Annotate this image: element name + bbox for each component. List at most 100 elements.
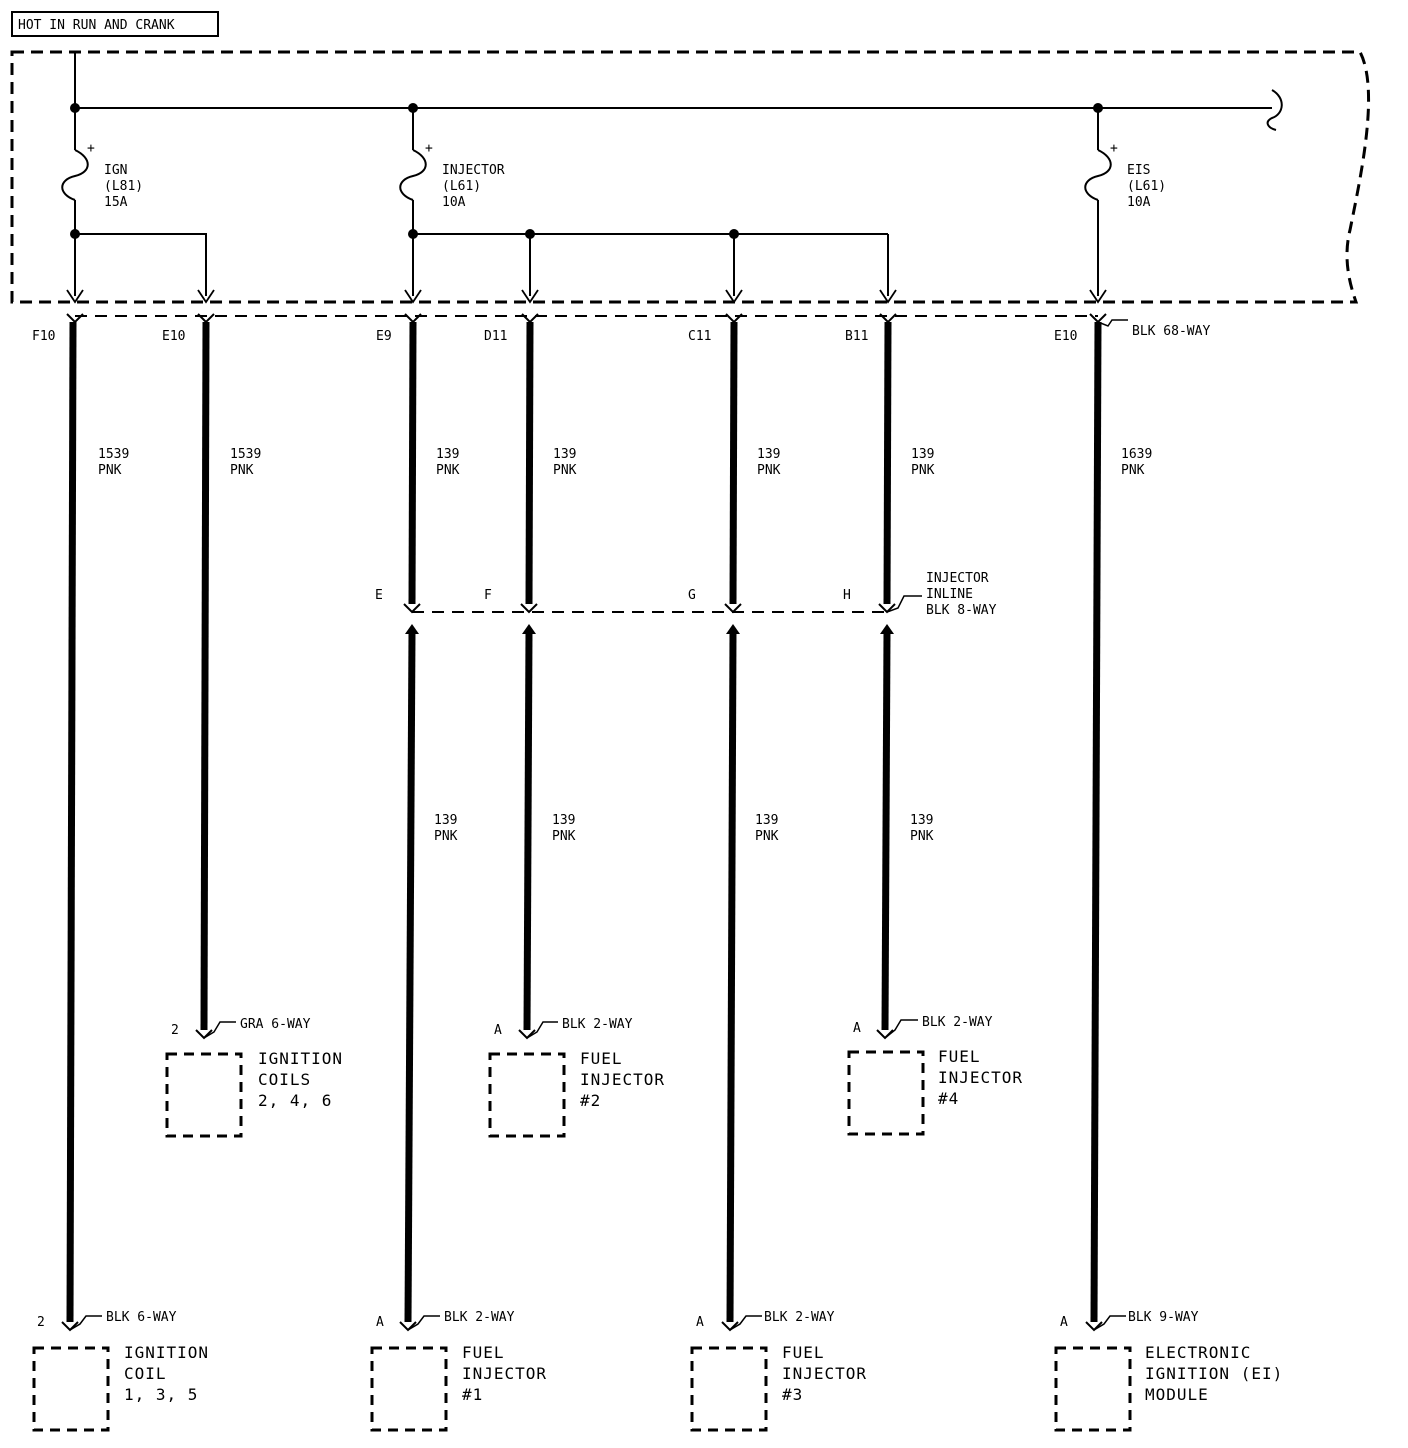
component-connector-label: BLK 2-WAY xyxy=(922,1015,993,1030)
inline-pin-label: H xyxy=(843,588,851,603)
fuse-ign-rating: 15A xyxy=(104,195,128,210)
component-name-line: FUEL xyxy=(462,1343,505,1362)
component-name-line: IGNITION xyxy=(258,1049,343,1068)
component-pin-label: A xyxy=(376,1315,384,1330)
inline-connector-leader xyxy=(886,595,922,613)
component-name-line: MODULE xyxy=(1145,1385,1209,1404)
fuse-eis-circuit: (L61) xyxy=(1127,179,1166,194)
component-name-line: INJECTOR xyxy=(782,1364,867,1383)
connector-68-leader xyxy=(1097,319,1128,327)
wire-color-label: PNK xyxy=(910,829,934,844)
wire-color-label: PNK xyxy=(757,463,781,478)
component-pin-label: A xyxy=(853,1021,861,1036)
inline-pin-label: F xyxy=(484,588,492,603)
fuse-plus-sign: + xyxy=(1110,141,1118,156)
pin-label: E10 xyxy=(1054,329,1077,344)
fuse-injector-symbol xyxy=(399,108,427,234)
wire-circuit-label: 1539 xyxy=(230,447,261,462)
fuse-ign-symbol xyxy=(61,108,89,234)
component-name-line: 2, 4, 6 xyxy=(258,1091,332,1110)
power-bus xyxy=(74,52,1283,131)
wire-circuit-label: 139 xyxy=(910,813,933,828)
wire-color-label: PNK xyxy=(434,829,458,844)
wire-circuit-label: 139 xyxy=(757,447,780,462)
pin-label: B11 xyxy=(845,329,868,344)
component-name-line: INJECTOR xyxy=(580,1070,665,1089)
component-pin-label: A xyxy=(696,1315,704,1330)
wire-circuit-label: 139 xyxy=(553,447,576,462)
component-name-line: IGNITION (EI) xyxy=(1145,1364,1283,1383)
inline-pin-label: E xyxy=(375,588,383,603)
fuse-branches xyxy=(74,233,889,296)
fuse-injector-label: INJECTOR (L61) 10A xyxy=(442,163,505,210)
wire-color-label: PNK xyxy=(436,463,460,478)
component-name-line: ELECTRONIC xyxy=(1145,1343,1251,1362)
component-connector-label: BLK 2-WAY xyxy=(562,1017,633,1032)
component-pin-label: 2 xyxy=(37,1315,45,1330)
component-name-line: #1 xyxy=(462,1385,483,1404)
pin-label: F10 xyxy=(32,329,55,344)
fuse-block-arrows xyxy=(66,289,1107,304)
wire-color-label: PNK xyxy=(553,463,577,478)
connector-68-label: BLK 68-WAY xyxy=(1132,324,1210,339)
component-name-line: #2 xyxy=(580,1091,601,1110)
fuse-injector-name: INJECTOR xyxy=(442,163,505,178)
wire-color-label: PNK xyxy=(755,829,779,844)
component-connector-label: BLK 6-WAY xyxy=(106,1310,177,1325)
component-pin-label: A xyxy=(1060,1315,1068,1330)
component-boxes xyxy=(32,1050,1132,1432)
fuse-ign-name: IGN xyxy=(104,163,127,178)
wire-circuit-label: 1639 xyxy=(1121,447,1152,462)
pin-label: D11 xyxy=(484,329,507,344)
wire-color-label: PNK xyxy=(911,463,935,478)
wires xyxy=(66,321,1102,1323)
component-name-line: IGNITION xyxy=(124,1343,209,1362)
fuse-plus-sign: + xyxy=(87,141,95,156)
wire-circuit-label: 1539 xyxy=(98,447,129,462)
wire-color-label: PNK xyxy=(1121,463,1145,478)
inline-connector-arrowheads xyxy=(405,624,894,634)
component-leaders xyxy=(69,1019,1126,1331)
fuse-injector-circuit: (L61) xyxy=(442,179,481,194)
wire-color-label: PNK xyxy=(552,829,576,844)
fuse-injector-rating: 10A xyxy=(442,195,466,210)
fuse-plus-sign: + xyxy=(425,141,433,156)
fuse-ign-circuit: (L81) xyxy=(104,179,143,194)
wire-circuit-label: 139 xyxy=(434,813,457,828)
component-name-line: COILS xyxy=(258,1070,311,1089)
pin-label: E9 xyxy=(376,329,392,344)
branch-junction-dots xyxy=(70,229,739,239)
component-name-line: 1, 3, 5 xyxy=(124,1385,198,1404)
inline-connector-label-line: INLINE xyxy=(926,587,973,602)
inline-connector-label-line: BLK 8-WAY xyxy=(926,603,997,618)
component-connector-label: BLK 2-WAY xyxy=(764,1310,835,1325)
wire-color-label: PNK xyxy=(98,463,122,478)
component-name-line: FUEL xyxy=(782,1343,825,1362)
fuse-block-outline xyxy=(10,50,1371,304)
inline-connector-label-line: INJECTOR xyxy=(926,571,989,586)
pin-label: E10 xyxy=(162,329,185,344)
component-pin-label: A xyxy=(494,1023,502,1038)
component-name-line: INJECTOR xyxy=(938,1068,1023,1087)
component-connector-label: BLK 2-WAY xyxy=(444,1310,515,1325)
wire-circuit-label: 139 xyxy=(755,813,778,828)
inline-pin-label: G xyxy=(688,588,696,603)
component-connector-label: GRA 6-WAY xyxy=(240,1017,311,1032)
wire-circuit-label: 139 xyxy=(552,813,575,828)
component-pin-label: 2 xyxy=(171,1023,179,1038)
component-connector-label: BLK 9-WAY xyxy=(1128,1310,1199,1325)
fuse-eis-label: EIS (L61) 10A xyxy=(1127,163,1166,210)
inline-connector-forks xyxy=(403,603,896,614)
fuse-ign-label: IGN (L81) 15A xyxy=(104,163,143,210)
component-name-line: FUEL xyxy=(580,1049,623,1068)
fuse-eis-symbol xyxy=(1084,108,1112,296)
wire-color-label: PNK xyxy=(230,463,254,478)
component-name-line: INJECTOR xyxy=(462,1364,547,1383)
fuse-eis-name: EIS xyxy=(1127,163,1150,178)
wire-circuit-label: 139 xyxy=(436,447,459,462)
pin-label: C11 xyxy=(688,329,711,344)
component-name-line: #3 xyxy=(782,1385,803,1404)
header-title: HOT IN RUN AND CRANK xyxy=(18,18,175,33)
fuse-eis-rating: 10A xyxy=(1127,195,1151,210)
